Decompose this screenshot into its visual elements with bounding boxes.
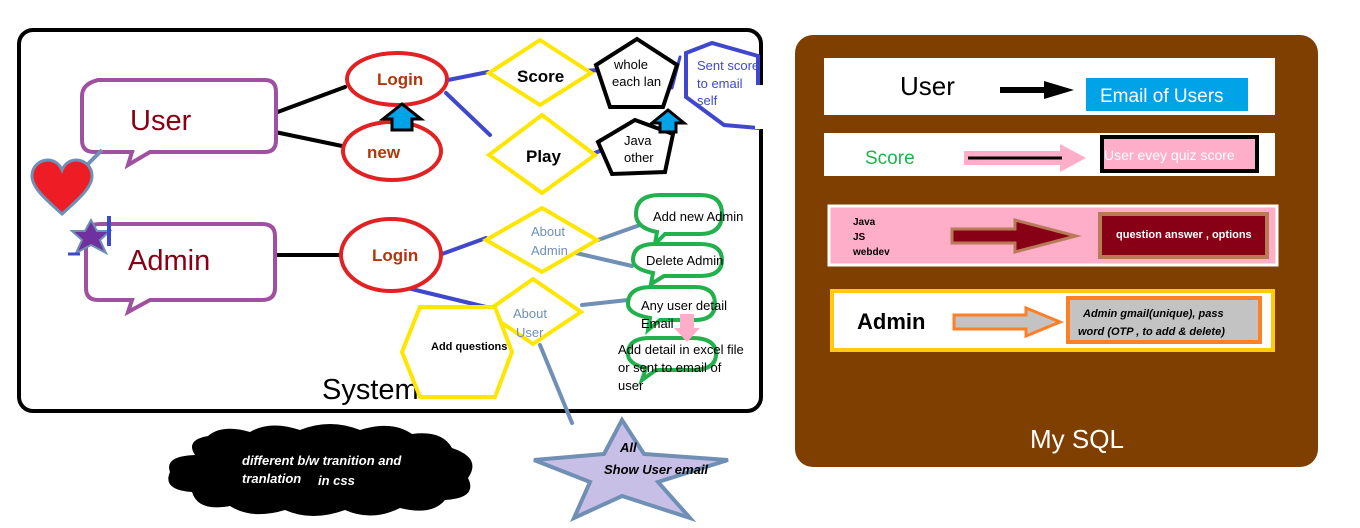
about-user-diamond[interactable] bbox=[482, 276, 585, 347]
about-admin-diamond[interactable] bbox=[481, 205, 601, 275]
row-user-right-box bbox=[1086, 78, 1248, 111]
user-actor-bubble[interactable] bbox=[80, 78, 278, 170]
excel-bubble[interactable] bbox=[625, 336, 719, 386]
row-score-right: User evey quiz score bbox=[1104, 147, 1235, 163]
row-topics-right-box bbox=[1098, 212, 1269, 259]
admin-login-ellipse[interactable] bbox=[339, 217, 443, 293]
user-login-label: Login bbox=[377, 70, 423, 89]
excel-line1: Add detail in excel file bbox=[618, 342, 744, 357]
about-admin-line1: About bbox=[531, 224, 565, 239]
java-arrow-icon bbox=[647, 108, 689, 134]
cloud-line3: in css bbox=[318, 473, 355, 488]
excel-line3: user bbox=[618, 378, 644, 393]
connectors bbox=[273, 55, 682, 425]
play-diamond[interactable] bbox=[485, 112, 599, 196]
score-label: Score bbox=[517, 67, 564, 86]
mysql-title: My SQL bbox=[1030, 424, 1124, 454]
row-score-right-box bbox=[1100, 135, 1259, 173]
whole-each-lang-pentagon[interactable] bbox=[593, 36, 680, 109]
show-user-email-star[interactable] bbox=[533, 416, 729, 523]
row-admin-arrow bbox=[952, 305, 1064, 339]
cloud-line1: different b/w tranition and bbox=[242, 453, 402, 468]
row-admin-right-box bbox=[1066, 296, 1262, 344]
sent-label-line3: self bbox=[697, 93, 718, 108]
excel-line2: or sent to email of bbox=[618, 360, 722, 375]
star-line2: Show User email bbox=[604, 462, 708, 477]
row-topics-left-2: JS bbox=[853, 232, 866, 243]
about-admin-line2: Admin bbox=[531, 243, 568, 258]
user-actor-label: User bbox=[130, 105, 192, 137]
sent-score-mask bbox=[755, 85, 763, 129]
system-boundary bbox=[17, 28, 763, 413]
user-login-ellipse[interactable] bbox=[345, 51, 449, 107]
star-badge-icon bbox=[69, 217, 113, 256]
row-topics-left-3: webdev bbox=[852, 247, 890, 258]
delete-admin-label: Delete Admin bbox=[646, 253, 723, 268]
add-new-admin-label: Add new Admin bbox=[653, 209, 743, 224]
java-label-line2: other bbox=[624, 150, 654, 165]
cloud-line2: tranlation bbox=[242, 471, 301, 486]
row-admin-right-line1: Admin gmail(unique), pass bbox=[1082, 308, 1224, 320]
any-user-line2: Email bbox=[641, 316, 674, 331]
row-score-left: Score bbox=[865, 148, 915, 169]
add-questions-hexagon[interactable] bbox=[399, 305, 515, 399]
heart-icon bbox=[30, 158, 94, 217]
system-label: System bbox=[322, 374, 419, 406]
admin-login-label: Login bbox=[372, 246, 418, 265]
row-topics-left-1: Java bbox=[853, 217, 876, 228]
row-user-right: Email of Users bbox=[1100, 86, 1224, 107]
admin-actor-label: Admin bbox=[128, 245, 210, 277]
row-admin-left: Admin bbox=[857, 309, 925, 334]
row-user-left: User bbox=[900, 71, 955, 101]
about-user-line1: About bbox=[513, 306, 547, 321]
black-cloud bbox=[168, 424, 473, 516]
pink-down-arrow-icon bbox=[674, 314, 700, 342]
upgrade-arrow-icon bbox=[378, 102, 426, 132]
score-diamond[interactable] bbox=[485, 37, 595, 108]
row-topics-arrow bbox=[950, 218, 1082, 254]
star-line1: All bbox=[619, 440, 637, 455]
whole-label-line2: each lan bbox=[612, 74, 661, 89]
play-label: Play bbox=[526, 147, 562, 166]
sent-label-line2: to email bbox=[697, 76, 743, 91]
add-questions-label: Add questions bbox=[431, 341, 507, 353]
sent-label-line1: Sent score bbox=[697, 58, 759, 73]
delete-admin-bubble[interactable] bbox=[630, 242, 725, 289]
about-user-line2: User bbox=[516, 325, 544, 340]
row-topics-right: question answer , options bbox=[1116, 229, 1252, 241]
user-new-label: new bbox=[367, 143, 401, 162]
row-admin-right-line2: word (OTP , to add & delete) bbox=[1078, 326, 1225, 338]
whole-label-line1: whole bbox=[613, 57, 648, 72]
row-user-arrow-head bbox=[1044, 81, 1074, 99]
add-new-admin-bubble[interactable] bbox=[633, 193, 725, 250]
java-label-line1: Java bbox=[624, 133, 652, 148]
any-user-line1: Any user detail bbox=[641, 298, 727, 313]
